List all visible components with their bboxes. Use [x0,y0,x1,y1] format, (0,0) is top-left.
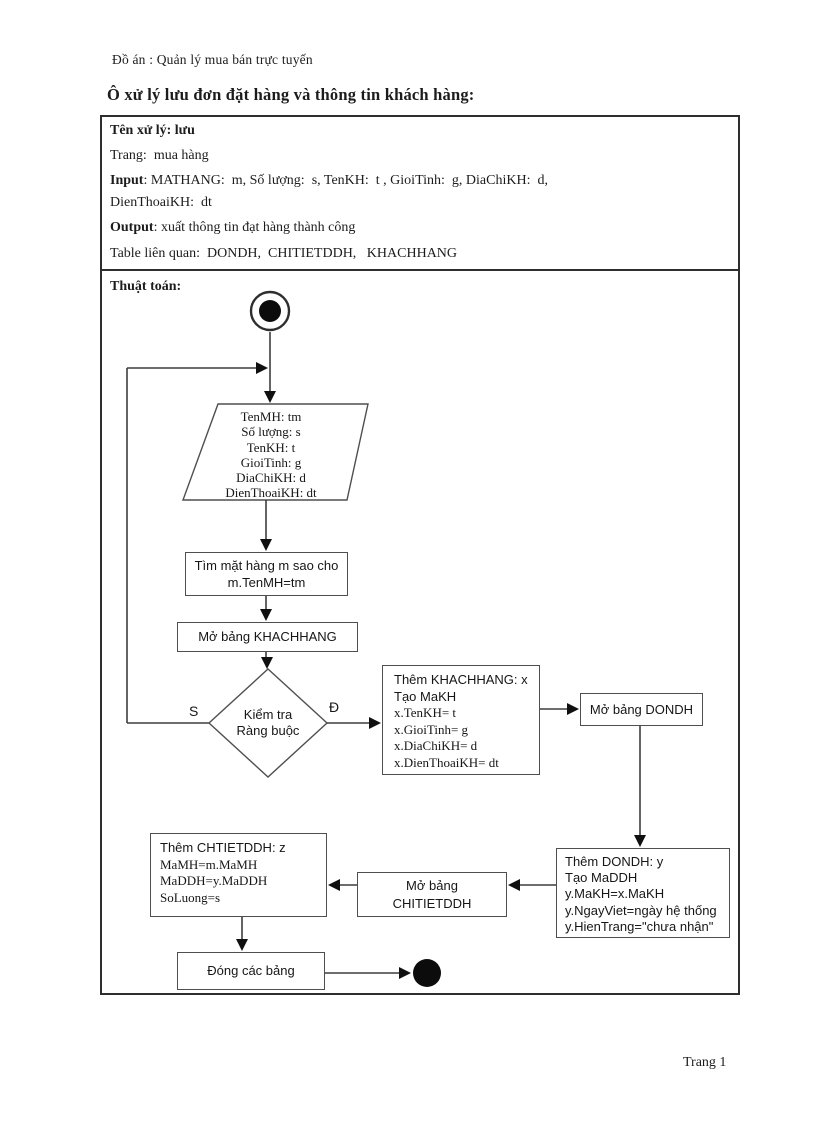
add-chitietddh-box: Thêm CHTIETDDH: z MaMH=m.MaMH MaDDH=y.Ma… [150,833,327,917]
input-label: Input [110,173,144,188]
branch-label-yes: Đ [329,699,340,715]
input-value: : MATHANG: m, Số lượng: s, TenKH: t , Gi… [143,173,548,188]
add-dondh-box: Thêm DONDH: y Tạo MaDDH y.MaKH=x.MaKH y.… [556,848,730,938]
close-tables-box: Đóng các bảng [177,952,325,990]
page-number: Trang 1 [683,1055,727,1070]
open-khachhang-box: Mở bảng KHACHHANG [177,622,358,652]
add-khachhang-box: Thêm KHACHHANG: x Tạo MaKH x.TenKH= t x.… [382,665,540,775]
open-chitietddh-box: Mở bảng CHITIETDDH [357,872,507,917]
row-process-name: Tên xử lý: lưu [110,123,195,138]
input-parallelogram: TenMH: tm Số lượng: s TenKH: t GioiTinh:… [225,409,317,501]
row-input: Input: MATHANG: m, Số lượng: s, TenKH: t… [102,168,738,214]
decision-diamond: Kiểm tra Ràng buộc [236,707,300,738]
branch-label-no: S [189,703,199,719]
row-page: Trang: mua hàng [110,148,209,163]
page-header: Đồ án : Quản lý mua bán trực tuyến [112,52,313,67]
input-value-line2: DienThoaiKH: dt [110,195,212,210]
open-dondh-box: Mở bảng DONDH [580,693,703,726]
row-algorithm-label: Thuật toán: [102,269,738,299]
find-item-box: Tìm mặt hàng m sao cho m.TenMH=tm [185,552,348,596]
output-label: Output [110,220,154,235]
page-title: Ô xử lý lưu đơn đặt hàng và thông tin kh… [107,85,475,104]
process-info-table: Tên xử lý: lưu Trang: mua hàng Input: MA… [100,115,740,995]
row-output: Output: xuất thông tin đạt hàng thành cô… [102,214,738,241]
output-value: : xuất thông tin đạt hàng thành công [153,220,356,235]
row-related-tables: Table liên quan: DONDH, CHITIETDDH, KHAC… [110,246,458,261]
